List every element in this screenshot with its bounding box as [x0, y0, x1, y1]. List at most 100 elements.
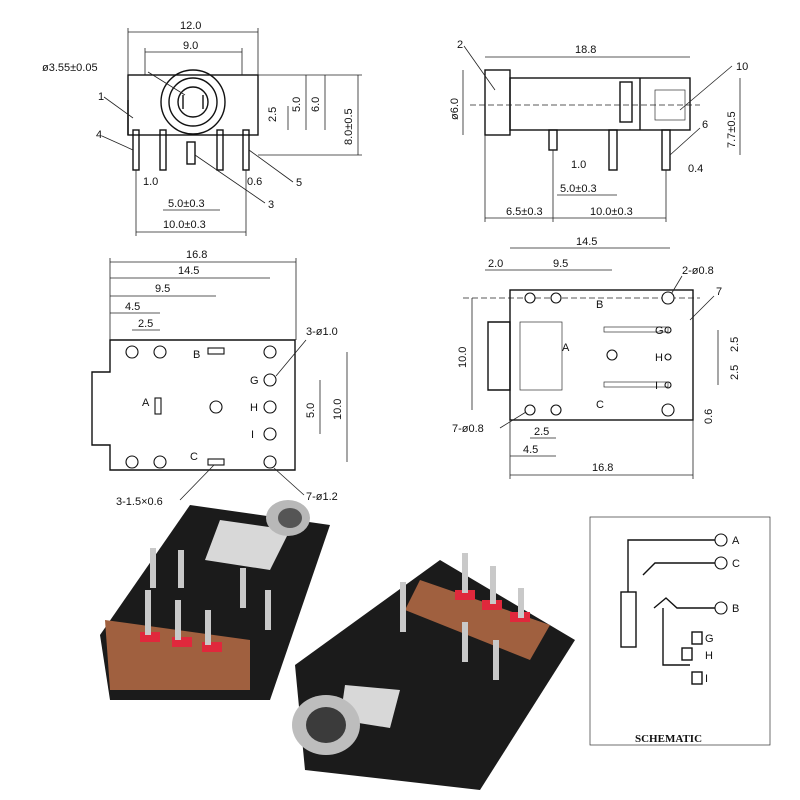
side-callout-2: 2 [457, 39, 463, 51]
front-dim-1-label: 1.0 [143, 176, 158, 188]
bottom-hole [153, 345, 167, 359]
top-hole-h [664, 353, 672, 361]
schematic-wire-c [642, 562, 715, 576]
top-dim-2-5-c-label: 2.5 [534, 426, 549, 438]
front-dim-5-tol-label: 5.0±0.3 [168, 198, 205, 210]
side-pin-left [548, 129, 558, 151]
top-pin-b: B [596, 299, 603, 311]
schematic-wire-b [653, 597, 715, 609]
bottom-pin-c: C [190, 451, 198, 463]
schematic-terminal-c [714, 556, 728, 570]
top-pin-h: H [655, 352, 663, 364]
schematic-pin-h: H [705, 650, 713, 662]
jack-left-barrel-hole [278, 508, 302, 528]
front-hole-leader [147, 71, 186, 96]
bottom-hole [209, 400, 223, 414]
side-dim-height-label: 7.7±0.5 [726, 111, 738, 148]
top-pin-g: G [655, 325, 664, 337]
top-dim-2-5-b-label: 2.5 [729, 365, 741, 380]
front-dim-12-label: 12.0 [180, 20, 201, 32]
jack-left-pin [175, 600, 181, 640]
bottom-slot-callout: 3-1.5×0.6 [116, 496, 163, 508]
top-hole [524, 292, 536, 304]
front-dim-6-label: 6.0 [310, 97, 322, 112]
jack-right [292, 553, 575, 790]
top-hole-callout-leader [669, 275, 683, 297]
bottom-hole [263, 455, 277, 469]
bottom-pin-a: A [142, 397, 150, 409]
jack-left-pin [150, 548, 156, 588]
side-dim-0-4-label: 0.4 [688, 163, 703, 175]
top-callout-7-leader [689, 295, 715, 321]
side-dim-5-tol-label: 5.0±0.3 [560, 183, 597, 195]
front-hole-label: ø3.55±0.05 [42, 62, 98, 74]
top-dim-4-5-label: 4.5 [523, 444, 538, 456]
jack-right-pin [462, 622, 468, 662]
top-hole-callout: 2-ø0.8 [682, 265, 714, 277]
top-hole-mount [661, 291, 675, 305]
side-dim-10-tol-label: 10.0±0.3 [590, 206, 633, 218]
bottom-hole-g [263, 373, 277, 387]
front-callout-4-leader [101, 135, 134, 151]
schematic-switch-i [691, 671, 703, 685]
side-callout-2-leader [463, 45, 496, 91]
bottom-hole-callout-2-leader [273, 467, 305, 496]
bottom-hole-i [263, 427, 277, 441]
top-hole [550, 404, 562, 416]
side-barrel-flange [484, 69, 511, 136]
schematic-title: SCHEMATIC [635, 733, 702, 745]
top-pin-a: A [562, 342, 570, 354]
jack-right-pin [400, 582, 406, 632]
bottom-slot-c [207, 458, 225, 466]
schematic-switch-g [691, 631, 703, 645]
side-dim-1-label: 1.0 [571, 159, 586, 171]
side-dim-length-label: 18.8 [575, 44, 596, 56]
bottom-dim-9-5-label: 9.5 [155, 283, 170, 295]
bottom-dim-10-label: 10.0 [332, 399, 344, 420]
jack-right-barrel-hole [306, 707, 346, 743]
top-socket [519, 321, 563, 391]
bottom-view: 16.8 14.5 9.5 4.5 2.5 A B C G H I 3-ø1.0… [91, 249, 348, 508]
bottom-hole-h [263, 400, 277, 414]
top-pin-i: I [655, 380, 658, 392]
front-pin-5 [242, 129, 250, 171]
side-callout-6: 6 [702, 119, 708, 131]
schematic-switch-h [681, 647, 693, 661]
front-callout-5: 5 [296, 177, 302, 189]
top-callout-7: 7 [716, 286, 722, 298]
bottom-pin-h: H [250, 402, 258, 414]
top-dim-2-5-a-label: 2.5 [729, 337, 741, 352]
schematic-sleeve [620, 591, 637, 648]
bottom-hole-callout: 3-ø1.0 [306, 326, 338, 338]
bottom-pin-b: B [193, 349, 200, 361]
front-callout-1: 1 [98, 91, 104, 103]
bottom-dim-5-label: 5.0 [305, 403, 317, 418]
top-hole [606, 349, 618, 361]
front-dim-5-label: 5.0 [291, 97, 303, 112]
front-dim-10-tol-label: 10.0±0.3 [163, 219, 206, 231]
bottom-slot-a [154, 397, 162, 415]
side-dim-6-5-label: 6.5±0.3 [506, 206, 543, 218]
product-photo [100, 500, 575, 790]
top-hole [550, 292, 562, 304]
front-pin-4 [216, 129, 224, 171]
jack-left-pin [265, 590, 271, 630]
jack-left-pin [145, 590, 151, 635]
front-callout-3-leader [194, 154, 266, 204]
schematic-pin-i: I [705, 673, 708, 685]
jack-left-pin [240, 568, 246, 608]
front-dim-9-label: 9.0 [183, 40, 198, 52]
top-dim-2-0-label: 2.0 [488, 258, 503, 270]
front-callout-4: 4 [96, 129, 102, 141]
front-dim-2-5-label: 2.5 [267, 107, 279, 122]
bottom-dim-14-5-label: 14.5 [178, 265, 199, 277]
front-dim-0-6-label: 0.6 [247, 176, 262, 188]
top-hole-callout-2: 7-ø0.8 [452, 423, 484, 435]
bottom-hole [153, 455, 167, 469]
top-barrel-stub [487, 321, 511, 391]
jack-right-pin-mark [482, 600, 502, 610]
bottom-hole-callout-leader [275, 339, 307, 377]
front-dim-8-label: 8.0±0.5 [343, 108, 355, 145]
bottom-hole [125, 345, 139, 359]
bottom-slot-b [207, 347, 225, 355]
